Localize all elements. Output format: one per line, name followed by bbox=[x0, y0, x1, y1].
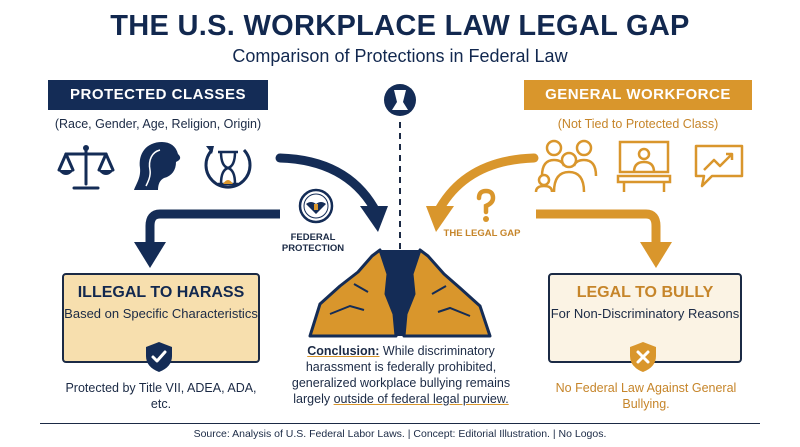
hourglass-cycle-icon bbox=[204, 146, 252, 189]
left-to-center-arrow bbox=[275, 153, 388, 232]
illegal-to-harass-subtitle: Based on Specific Characteristics bbox=[64, 306, 258, 321]
right-to-center-arrow bbox=[426, 153, 539, 232]
legal-to-bully-title: LEGAL TO BULLY bbox=[576, 284, 714, 301]
footer-divider bbox=[40, 423, 760, 424]
protected-classes-banner: PROTECTED CLASSES bbox=[48, 80, 268, 110]
protected-by-laws-text: Protected by Title VII, ADEA, ADA, etc. bbox=[65, 381, 257, 411]
page-title: THE U.S. WORKPLACE LAW LEGAL GAP bbox=[110, 10, 690, 42]
source-footer: Source: Analysis of U.S. Federal Labor L… bbox=[193, 428, 607, 440]
conclusion-text: Conclusion: While discriminatory harassm… bbox=[276, 343, 526, 407]
conclusion-body: While discriminatory harassment is feder… bbox=[291, 344, 511, 406]
shield-check-icon bbox=[146, 342, 172, 372]
trend-chart-icon bbox=[694, 144, 744, 188]
woman-profile-icon bbox=[134, 142, 181, 190]
center-divider bbox=[384, 84, 416, 250]
eagle-seal-icon bbox=[298, 188, 334, 224]
no-federal-law-text: No Federal Law Against General Bullying. bbox=[555, 381, 737, 411]
group-of-people-icon bbox=[534, 139, 598, 193]
right-down-arrow bbox=[536, 209, 672, 268]
general-workforce-banner: GENERAL WORKFORCE bbox=[524, 80, 752, 110]
page-subtitle: Comparison of Protections in Federal Law bbox=[232, 46, 568, 66]
left-down-arrow bbox=[134, 209, 280, 268]
federal-protection-label: FEDERAL PROTECTION bbox=[281, 232, 345, 254]
conclusion-highlight: outside of federal legal purview. bbox=[333, 392, 509, 406]
office-desk-icon bbox=[616, 140, 672, 192]
shield-x-icon bbox=[630, 342, 656, 372]
cracked-ground-icon bbox=[308, 248, 492, 338]
protected-classes-note: (Race, Gender, Age, Religion, Origin) bbox=[54, 117, 262, 131]
legal-gap-label: THE LEGAL GAP bbox=[443, 228, 521, 239]
question-mark-icon bbox=[476, 188, 496, 222]
scales-of-justice-icon bbox=[57, 145, 115, 190]
general-workforce-note: (Not Tied to Protected Class) bbox=[557, 117, 719, 131]
conclusion-lead: Conclusion: bbox=[307, 344, 380, 358]
legal-to-bully-subtitle: For Non-Discriminatory Reasons bbox=[550, 306, 740, 321]
illegal-to-harass-title: ILLEGAL TO HARASS bbox=[77, 284, 245, 301]
